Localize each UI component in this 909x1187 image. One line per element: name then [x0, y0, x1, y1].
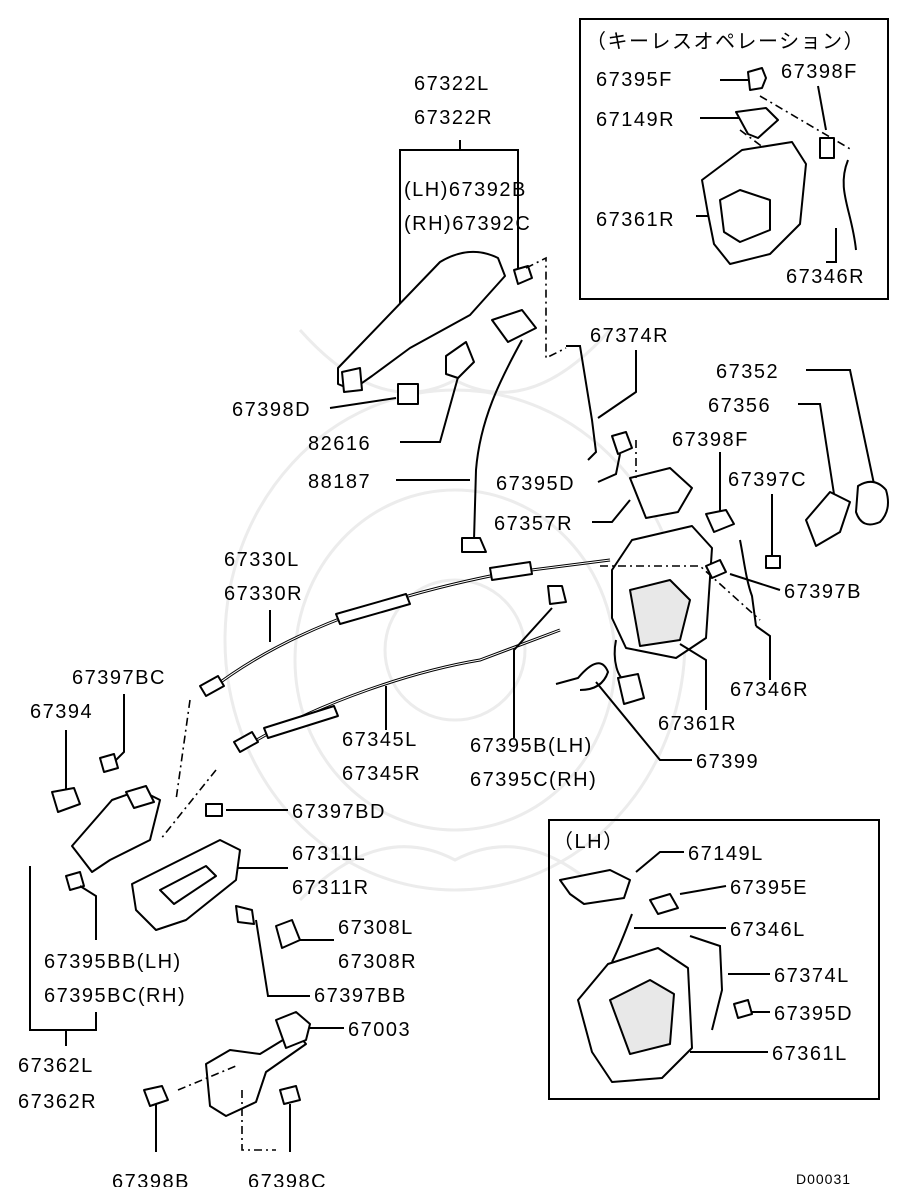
label-67322R[interactable]: 67322R — [414, 107, 493, 129]
clip-82616[interactable] — [445, 341, 475, 379]
label-67374R[interactable]: 67374R — [590, 325, 669, 347]
label-67394[interactable]: 67394 — [30, 701, 93, 723]
bolt-67398C[interactable] — [279, 1085, 301, 1105]
label-67397BC[interactable]: 67397BC — [72, 667, 166, 689]
clip-67395E[interactable] — [649, 893, 679, 915]
bolt-67398B[interactable] — [143, 1085, 169, 1107]
inside-handle-group: 67397BC 67394 67397BD 67311L 67311R 6730… — [18, 667, 417, 1113]
screw-67397BD[interactable] — [205, 803, 223, 817]
label-67352[interactable]: 67352 — [716, 361, 779, 383]
lever-67357R[interactable] — [629, 467, 693, 519]
label-67330R[interactable]: 67330R — [224, 583, 303, 605]
label-67362L[interactable]: 67362L — [18, 1055, 94, 1077]
label-67308L[interactable]: 67308L — [338, 917, 414, 939]
keyless-inset-title: （キーレスオペレーション） — [586, 30, 865, 53]
bolt-67398F[interactable] — [705, 509, 735, 533]
lh-inset-title: （LH） — [553, 830, 625, 853]
clip-67395B[interactable] — [547, 585, 567, 605]
bolt-67398F[interactable] — [819, 137, 835, 159]
cables-group: 67330L 67330R 67345L 67345R 67395B(LH) 6… — [159, 549, 759, 841]
label-67392B[interactable]: (LH)67392B — [404, 179, 527, 201]
label-67395BB[interactable]: 67395BB(LH) — [44, 951, 182, 973]
connector-88187[interactable] — [491, 309, 537, 343]
label-67003[interactable]: 67003 — [348, 1019, 411, 1041]
label-67311R[interactable]: 67311R — [292, 877, 370, 899]
label-82616[interactable]: 82616 — [308, 433, 371, 455]
label-67361L[interactable]: 67361L — [772, 1043, 848, 1065]
label-67397C[interactable]: 67397C — [728, 469, 807, 491]
rod-67346R[interactable] — [739, 539, 757, 627]
bolt-67398D[interactable] — [397, 383, 419, 405]
screw-67397BC[interactable] — [99, 753, 119, 773]
lh-inset-frame — [548, 819, 880, 1100]
label-67374L[interactable]: 67374L — [774, 965, 850, 987]
label-67361R[interactable]: 67361R — [658, 713, 737, 735]
plate-67356[interactable] — [805, 491, 851, 547]
label-67395F[interactable]: 67395F — [596, 69, 673, 91]
label-67149L[interactable]: 67149L — [688, 843, 764, 865]
label-67346R-keyless[interactable]: 67346R — [786, 266, 865, 288]
outside-handle-67322[interactable] — [337, 251, 506, 391]
label-67397BB[interactable]: 67397BB — [314, 985, 407, 1007]
label-67308R[interactable]: 67308R — [338, 951, 417, 973]
label-67395C-RH[interactable]: 67395C(RH) — [470, 769, 597, 791]
clip-67395F[interactable] — [747, 67, 767, 91]
lever-67149R[interactable] — [735, 107, 779, 139]
label-67399[interactable]: 67399 — [696, 751, 759, 773]
diagram-code: D00031 — [796, 1171, 851, 1187]
keyless-operation-inset: （キーレスオペレーション） 67395F 67398F 67149R 67361… — [579, 18, 889, 300]
label-67362R[interactable]: 67362R — [18, 1091, 97, 1113]
label-67346L[interactable]: 67346L — [730, 919, 806, 941]
cap-67394[interactable] — [51, 787, 81, 813]
cover-67308[interactable] — [275, 919, 301, 949]
screw-67397C[interactable] — [765, 555, 781, 569]
outside-handle-group: 67322L 67322R (LH)67392B (RH)67392C 6737… — [232, 73, 669, 553]
rod-67374L[interactable] — [689, 935, 724, 1031]
cap-67392[interactable] — [513, 265, 533, 285]
label-67395BC[interactable]: 67395BC(RH) — [44, 985, 186, 1007]
label-67395B-LH[interactable]: 67395B(LH) — [470, 735, 593, 757]
label-67149R[interactable]: 67149R — [596, 109, 675, 131]
screw-67397BB[interactable] — [235, 905, 255, 925]
lh-inset: （LH） 67149L 67395E 67346L 67374L 67395D … — [548, 819, 880, 1100]
connector-67361R[interactable] — [617, 673, 645, 705]
label-67357R[interactable]: 67357R — [494, 513, 573, 535]
door-check-67003[interactable] — [205, 1031, 307, 1117]
rh-lock-group: 67352 67356 67398F 67397C 67395D 67357R … — [494, 361, 889, 735]
label-67398C[interactable]: 67398C — [248, 1171, 327, 1187]
label-67345L[interactable]: 67345L — [342, 729, 418, 751]
clip-67395BB[interactable] — [65, 871, 85, 891]
label-67397BD[interactable]: 67397BD — [292, 801, 386, 823]
label-67330L[interactable]: 67330L — [224, 549, 300, 571]
inside-handle-bracket-67362[interactable] — [71, 789, 161, 873]
label-67356[interactable]: 67356 — [708, 395, 771, 417]
lever-67149L[interactable] — [559, 869, 631, 905]
keyless-inset-frame — [579, 18, 889, 300]
label-67398B[interactable]: 67398B — [112, 1171, 190, 1187]
door-check-group: 67003 67398B 67398C — [112, 1011, 411, 1187]
label-67395D[interactable]: 67395D — [496, 473, 575, 495]
label-67397B[interactable]: 67397B — [784, 581, 862, 603]
wire-67399[interactable] — [555, 662, 610, 691]
label-67311L[interactable]: 67311L — [292, 843, 366, 865]
label-67392C[interactable]: (RH)67392C — [404, 213, 531, 235]
label-67322L[interactable]: 67322L — [414, 73, 490, 95]
label-67398F[interactable]: 67398F — [672, 429, 749, 451]
label-67398F-keyless[interactable]: 67398F — [781, 61, 858, 83]
label-67395D-LH[interactable]: 67395D — [774, 1003, 853, 1025]
clip-67395D[interactable] — [611, 431, 633, 455]
label-67345R[interactable]: 67345R — [342, 763, 421, 785]
label-88187[interactable]: 88187 — [308, 471, 371, 493]
label-67361R-keyless[interactable]: 67361R — [596, 209, 675, 231]
cover-67352[interactable] — [855, 480, 889, 526]
label-67395E[interactable]: 67395E — [730, 877, 808, 899]
label-67398D[interactable]: 67398D — [232, 399, 311, 421]
rod-67374R[interactable] — [566, 345, 598, 461]
label-67346R[interactable]: 67346R — [730, 679, 809, 701]
bolt-67397B[interactable] — [705, 559, 727, 579]
